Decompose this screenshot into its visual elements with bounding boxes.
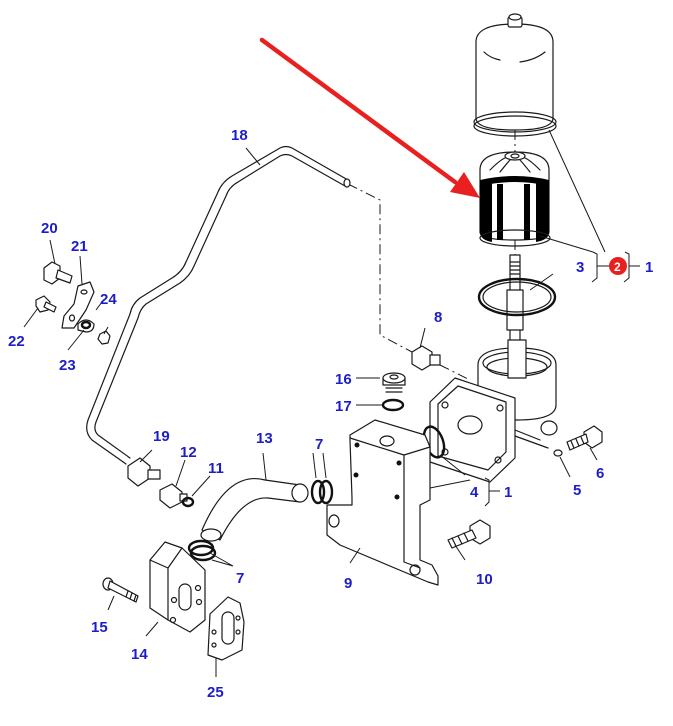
plug-16 bbox=[382, 372, 406, 393]
bolt-6 bbox=[566, 425, 603, 451]
hose-13 bbox=[200, 478, 309, 542]
center-lines bbox=[347, 130, 516, 381]
label-part-24[interactable]: 24 bbox=[100, 291, 117, 308]
highlight-arrow bbox=[259, 37, 480, 198]
label-part-1-top[interactable]: 1 bbox=[645, 259, 653, 276]
bracket-21 bbox=[61, 281, 95, 329]
label-part-17[interactable]: 17 bbox=[335, 398, 352, 415]
label-part-16[interactable]: 16 bbox=[335, 371, 352, 388]
o-rings-7-upper bbox=[310, 479, 334, 505]
label-part-3[interactable]: 3 bbox=[576, 259, 584, 276]
label-part-9[interactable]: 9 bbox=[344, 575, 352, 592]
bolt-15 bbox=[102, 577, 139, 603]
clamp-23 bbox=[77, 319, 95, 333]
flange-14 bbox=[149, 541, 206, 633]
pipe-18 bbox=[86, 145, 351, 465]
label-part-20[interactable]: 20 bbox=[41, 220, 58, 237]
nut-24 bbox=[97, 330, 111, 345]
leader-lines bbox=[23, 129, 640, 677]
filter-element bbox=[479, 151, 551, 247]
label-part-4[interactable]: 4 bbox=[470, 484, 479, 501]
label-part-12[interactable]: 12 bbox=[180, 444, 197, 461]
fitting-8 bbox=[411, 345, 441, 371]
washer-11 bbox=[181, 496, 195, 508]
label-part-7-lower[interactable]: 7 bbox=[236, 570, 244, 587]
filter-housing bbox=[473, 13, 557, 137]
svg-text:2: 2 bbox=[614, 260, 621, 274]
label-part-19[interactable]: 19 bbox=[153, 428, 170, 445]
bracket-9 bbox=[326, 419, 439, 586]
highlight-badge-part-2[interactable]: 2 bbox=[609, 257, 627, 275]
label-part-7-upper[interactable]: 7 bbox=[315, 436, 323, 453]
label-part-6[interactable]: 6 bbox=[596, 465, 604, 482]
label-part-1-bottom[interactable]: 1 bbox=[504, 484, 512, 501]
bolt-20 bbox=[43, 261, 73, 285]
label-part-14[interactable]: 14 bbox=[131, 646, 148, 663]
label-part-15[interactable]: 15 bbox=[91, 619, 108, 636]
label-part-11[interactable]: 11 bbox=[208, 460, 224, 477]
fitting-19 bbox=[127, 457, 161, 487]
gasket-25 bbox=[207, 596, 245, 661]
label-part-8[interactable]: 8 bbox=[434, 309, 442, 326]
label-part-10[interactable]: 10 bbox=[476, 571, 493, 588]
label-part-23[interactable]: 23 bbox=[59, 357, 76, 374]
part-labels: 1 2 3 4 1 5 6 7 7 8 9 10 11 12 13 14 15 … bbox=[8, 127, 653, 701]
o-ring-3 bbox=[477, 277, 557, 317]
bolt-22 bbox=[35, 295, 57, 313]
washer-5 bbox=[553, 449, 563, 457]
label-part-13[interactable]: 13 bbox=[256, 430, 273, 447]
label-part-25[interactable]: 25 bbox=[207, 684, 224, 701]
filter-head bbox=[429, 339, 558, 483]
label-part-22[interactable]: 22 bbox=[8, 333, 25, 350]
bolt-10 bbox=[447, 519, 491, 549]
label-part-5[interactable]: 5 bbox=[573, 482, 581, 499]
o-rings-7-lower bbox=[187, 539, 217, 562]
label-part-18[interactable]: 18 bbox=[231, 127, 248, 144]
washer-17 bbox=[381, 398, 405, 412]
label-part-21[interactable]: 21 bbox=[71, 238, 88, 255]
